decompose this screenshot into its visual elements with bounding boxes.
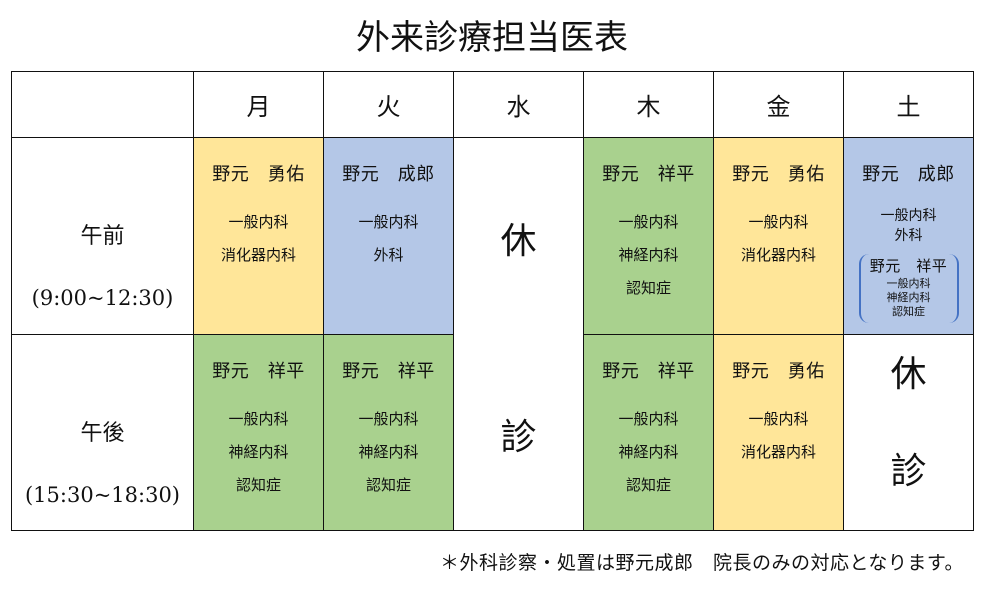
doctor-name: 野元 祥平 [342, 361, 435, 382]
cell-tue-pm: 野元 祥平 一般内科 神経内科 認知症 [323, 334, 454, 531]
doctor-name: 野元 祥平 [212, 361, 305, 382]
doctor-name: 野元 成郎 [342, 164, 435, 185]
header-row: 月 火 水 木 金 土 [11, 71, 974, 138]
department: 消化器内科 [220, 246, 296, 264]
department-list: 一般内科 神経内科 認知症 [194, 403, 323, 502]
header-day-thu: 木 [583, 71, 714, 138]
cell-thu-pm: 野元 祥平 一般内科 神経内科 認知症 [583, 334, 714, 531]
department: 認知症 [625, 279, 671, 297]
closed-char-2: 診 [890, 451, 927, 492]
department: 神経内科 [228, 443, 289, 461]
alternate-doctor-name: 野元 祥平 [869, 257, 948, 275]
schedule-table: 月 火 水 木 金 土 午前 (9:00~12:30) 野元 勇佑 一般内科 消… [11, 71, 974, 531]
doctor-name: 野元 勇佑 [732, 164, 825, 185]
header-day-fri: 金 [713, 71, 844, 138]
department: 一般内科 [228, 213, 289, 231]
department: 認知症 [365, 476, 411, 494]
department: 消化器内科 [740, 246, 816, 264]
closed-char-1: 休 [890, 354, 927, 395]
department-list: 一般内科 外科 [324, 206, 453, 272]
morning-row: 午前 (9:00~12:30) 野元 勇佑 一般内科 消化器内科 野元 成郎 一… [11, 137, 974, 531]
department-list: 一般内科 神経内科 認知症 [584, 403, 713, 502]
page-title: 外来診療担当医表 [356, 18, 628, 58]
department: 一般内科 [228, 410, 289, 428]
department-list: 一般内科 消化器内科 [714, 206, 843, 272]
morning-label: 午前 [80, 224, 125, 249]
department-list: 一般内科 消化器内科 [194, 206, 323, 272]
department: 認知症 [235, 476, 281, 494]
cell-mon-am: 野元 勇佑 一般内科 消化器内科 [193, 137, 324, 335]
cell-sat-pm-closed: 休 診 [843, 334, 974, 531]
alternate-doctor-bracket: 野元 祥平 一般内科 神経内科 認知症 [858, 254, 959, 323]
department: 一般内科 [880, 208, 937, 224]
header-day-wed: 水 [453, 71, 584, 138]
department: 外科 [894, 228, 923, 244]
cell-mon-pm: 野元 祥平 一般内科 神経内科 認知症 [193, 334, 324, 531]
footnote: ＊外科診察・処置は野元成郎 院長のみの対応となります。 [439, 552, 964, 574]
header-day-tue: 火 [323, 71, 454, 138]
doctor-name: 野元 祥平 [602, 361, 695, 382]
department: 一般内科 [618, 410, 679, 428]
department-list: 一般内科 消化器内科 [714, 403, 843, 469]
department: 一般内科 [618, 213, 679, 231]
department: 神経内科 [618, 246, 679, 264]
department: 認知症 [625, 476, 671, 494]
header-day-sat: 土 [843, 71, 974, 138]
department: 一般内科 [358, 410, 419, 428]
cell-tue-am: 野元 成郎 一般内科 外科 [323, 137, 454, 335]
cell-fri-am: 野元 勇佑 一般内科 消化器内科 [713, 137, 844, 335]
cell-wed-closed: 休 診 [453, 137, 584, 531]
cell-fri-pm: 野元 勇佑 一般内科 消化器内科 [713, 334, 844, 531]
department-list: 一般内科 神経内科 認知症 [584, 206, 713, 305]
department: 神経内科 [886, 291, 931, 304]
morning-time: (9:00~12:30) [31, 286, 174, 310]
afternoon-time: (15:30~18:30) [24, 483, 181, 507]
department: 一般内科 [358, 213, 419, 231]
doctor-name: 野元 勇佑 [732, 361, 825, 382]
morning-label-cell: 午前 (9:00~12:30) [11, 137, 194, 335]
department: 神経内科 [618, 443, 679, 461]
department: 神経内科 [358, 443, 419, 461]
closed-char-1: 休 [500, 221, 537, 262]
doctor-name: 野元 勇佑 [212, 164, 305, 185]
department: 消化器内科 [740, 443, 816, 461]
doctor-name: 野元 祥平 [602, 164, 695, 185]
cell-sat-am: 野元 成郎 一般内科 外科 野元 祥平 一般内科 神経内科 認知症 [843, 137, 974, 335]
department-list: 一般内科 外科 [844, 206, 973, 246]
department-list: 一般内科 神経内科 認知症 [324, 403, 453, 502]
afternoon-row: 午後 (15:30~18:30) 野元 祥平 一般内科 神経内科 認知症 野元 … [11, 334, 974, 531]
department: 認知症 [892, 305, 925, 318]
afternoon-label: 午後 [80, 421, 125, 446]
department: 一般内科 [886, 277, 931, 290]
department: 一般内科 [748, 410, 809, 428]
department: 一般内科 [748, 213, 809, 231]
afternoon-label-cell: 午後 (15:30~18:30) [11, 334, 194, 531]
doctor-name: 野元 成郎 [862, 164, 955, 185]
closed-char-2: 診 [500, 417, 537, 458]
cell-thu-am: 野元 祥平 一般内科 神経内科 認知症 [583, 137, 714, 335]
header-day-mon: 月 [193, 71, 324, 138]
department: 外科 [373, 246, 404, 264]
header-corner [11, 71, 194, 138]
